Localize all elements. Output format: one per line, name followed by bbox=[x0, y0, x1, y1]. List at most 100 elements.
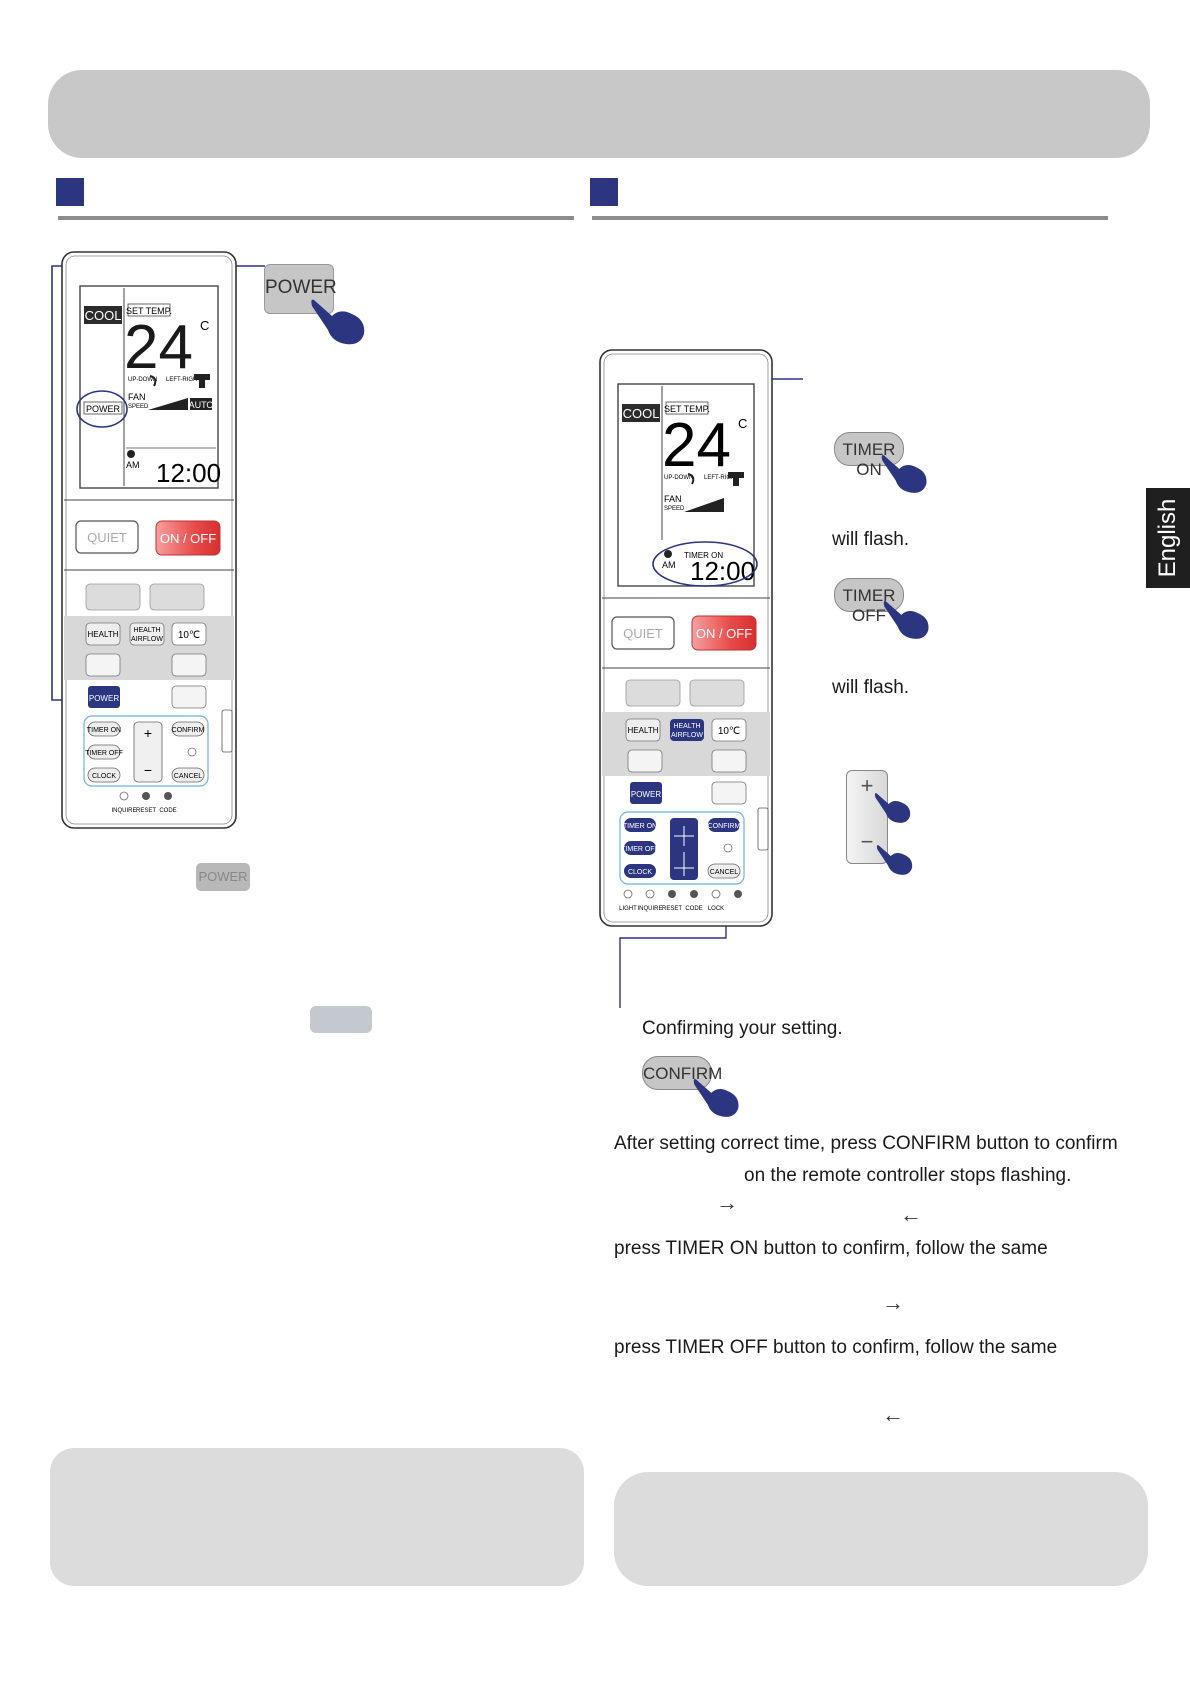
arrow-right-2: → bbox=[882, 1290, 904, 1315]
small-power-button[interactable]: POWER bbox=[196, 863, 250, 891]
ten-c-button bbox=[171, 622, 207, 646]
svg-text:10℃: 10℃ bbox=[178, 630, 200, 641]
svg-text:INQUIRE: INQUIRE bbox=[637, 906, 662, 912]
svg-text:UP-DOWN: UP-DOWN bbox=[664, 475, 693, 481]
svg-text:ON / OFF: ON / OFF bbox=[696, 626, 752, 641]
svg-text:LOCK: LOCK bbox=[708, 906, 724, 912]
lcd-power-indicator: POWER bbox=[86, 404, 121, 414]
will-flash-text-1: will flash. bbox=[832, 529, 910, 550]
pointing-hand-icon bbox=[311, 299, 365, 345]
plus-minus-rocker[interactable]: + − bbox=[846, 770, 888, 864]
confirming-setting-text: Confirming your setting. bbox=[642, 1018, 843, 1039]
onoff-button bbox=[155, 520, 221, 556]
info-box-right bbox=[614, 1472, 1148, 1586]
svg-text:ON / OFF: ON / OFF bbox=[160, 531, 216, 546]
svg-text:QUIET: QUIET bbox=[623, 626, 663, 641]
svg-text:CODE: CODE bbox=[685, 906, 702, 912]
svg-text:CANCEL: CANCEL bbox=[710, 869, 739, 876]
lcd-speed-label: SPEED bbox=[128, 404, 149, 410]
svg-text:AM: AM bbox=[662, 560, 676, 570]
svg-text:TIMER OFF: TIMER OFF bbox=[85, 750, 123, 757]
arrow-left-1: ← bbox=[900, 1202, 922, 1227]
power-indicator-highlight bbox=[76, 390, 128, 428]
svg-text:CONFIRM: CONFIRM bbox=[172, 727, 205, 734]
header-banner bbox=[48, 70, 1150, 158]
timer-display-highlight bbox=[652, 541, 758, 587]
svg-text:TIMER OFF: TIMER OFF bbox=[621, 846, 659, 853]
svg-text:+: + bbox=[144, 725, 152, 741]
lcd-mode: COOL bbox=[85, 308, 122, 323]
arrow-left-2: ← bbox=[882, 1402, 904, 1427]
paragraph-line-3: press TIMER ON button to confirm, follow… bbox=[614, 1238, 1048, 1259]
section-marker-right bbox=[590, 178, 618, 206]
svg-text:C: C bbox=[738, 416, 747, 431]
pointing-hand-icon bbox=[876, 845, 913, 875]
section-marker-left bbox=[56, 178, 84, 206]
svg-text:HEALTH: HEALTH bbox=[133, 627, 160, 634]
lcd-temperature: 24 bbox=[124, 313, 193, 382]
language-tab-label: English bbox=[1154, 498, 1181, 578]
svg-text:AIRFLOW: AIRFLOW bbox=[131, 636, 163, 643]
svg-text:10℃: 10℃ bbox=[718, 726, 740, 737]
paragraph-line-1: After setting correct time, press CONFIR… bbox=[614, 1133, 1118, 1154]
svg-text:AIRFLOW: AIRFLOW bbox=[671, 732, 703, 739]
svg-text:TIMER ON: TIMER ON bbox=[623, 823, 657, 830]
power-callout-label: POWER bbox=[265, 277, 337, 298]
lcd-clock: 12:00 bbox=[156, 458, 221, 488]
lcd-clock-right: 12:00 bbox=[690, 556, 755, 586]
blank-gray-button[interactable] bbox=[310, 1006, 372, 1033]
svg-text:TIMER ON: TIMER ON bbox=[87, 727, 121, 734]
clock-icon-right bbox=[664, 550, 672, 558]
remote-left-illustration: COOL SET TEMP. 24 C UP-DOWN LEFT-RIGHT F… bbox=[51, 251, 265, 829]
svg-text:CLOCK: CLOCK bbox=[628, 869, 652, 876]
quiet-button bbox=[75, 520, 139, 554]
svg-text:POWER: POWER bbox=[631, 790, 661, 799]
timer-off-callout-button[interactable]: TIMER OFF bbox=[834, 578, 904, 625]
confirm-callout-button[interactable]: CONFIRM bbox=[642, 1056, 722, 1090]
svg-text:CODE: CODE bbox=[159, 808, 176, 814]
will-flash-text-2: will flash. bbox=[832, 677, 910, 698]
pointing-hand-icon bbox=[693, 1079, 739, 1117]
clock-icon bbox=[127, 450, 135, 458]
plus-label: + bbox=[860, 773, 874, 798]
language-tab[interactable]: English bbox=[1146, 488, 1190, 588]
remote-right-illustration: COOL SET TEMP. 24 C UP-DOWN LEFT-RIGHT F… bbox=[599, 349, 803, 1008]
lcd-temp-unit: C bbox=[200, 318, 209, 333]
pointing-hand-icon bbox=[874, 793, 911, 823]
lcd-mode-badge bbox=[84, 306, 122, 324]
svg-text:RESET: RESET bbox=[662, 906, 682, 912]
svg-text:LEFT-RIGHT: LEFT-RIGHT bbox=[704, 475, 739, 481]
paragraph-line-2: on the remote controller stops flashing. bbox=[744, 1165, 1072, 1186]
lcd-am: AM bbox=[126, 460, 140, 470]
svg-text:RESET: RESET bbox=[136, 808, 156, 814]
svg-text:CANCEL: CANCEL bbox=[174, 773, 203, 780]
svg-text:HEALTH: HEALTH bbox=[628, 726, 659, 735]
lcd-leftright: LEFT-RIGHT bbox=[166, 377, 201, 383]
health-airflow-button bbox=[129, 622, 165, 646]
svg-text:INQUIRE: INQUIRE bbox=[111, 808, 136, 814]
svg-text:SPEED: SPEED bbox=[664, 506, 685, 512]
svg-text:QUIET: QUIET bbox=[87, 530, 127, 545]
arrow-right-1: → bbox=[716, 1190, 738, 1215]
power-callout-button[interactable]: POWER bbox=[264, 264, 337, 314]
lcd-set-temp-label: SET TEMP. bbox=[126, 306, 172, 316]
pointing-hand-icon bbox=[881, 455, 927, 493]
section-rule-left bbox=[58, 216, 574, 220]
minus-label: − bbox=[860, 829, 874, 854]
svg-text:HEALTH: HEALTH bbox=[88, 630, 119, 639]
lcd-fan-speed-bars-right bbox=[684, 498, 724, 512]
timer-on-callout-button[interactable]: TIMER ON bbox=[834, 432, 904, 479]
lcd-fan-auto: AUTO bbox=[189, 400, 214, 410]
svg-text:FAN: FAN bbox=[664, 494, 682, 504]
svg-text:LIGHT: LIGHT bbox=[619, 906, 637, 912]
lcd-fan-label: FAN bbox=[128, 392, 146, 402]
paragraph-line-4: press TIMER OFF button to confirm, follo… bbox=[614, 1337, 1058, 1358]
lcd-mode-right: COOL bbox=[623, 406, 660, 421]
lcd-updown: UP-DOWN bbox=[128, 377, 157, 383]
svg-text:SET TEMP.: SET TEMP. bbox=[664, 404, 710, 414]
pointing-hand-icon bbox=[883, 601, 929, 639]
info-box-left bbox=[50, 1448, 584, 1586]
svg-text:HEALTH: HEALTH bbox=[673, 723, 700, 730]
lcd-fan-speed-bars bbox=[148, 398, 188, 410]
section-rule-right bbox=[592, 216, 1108, 220]
